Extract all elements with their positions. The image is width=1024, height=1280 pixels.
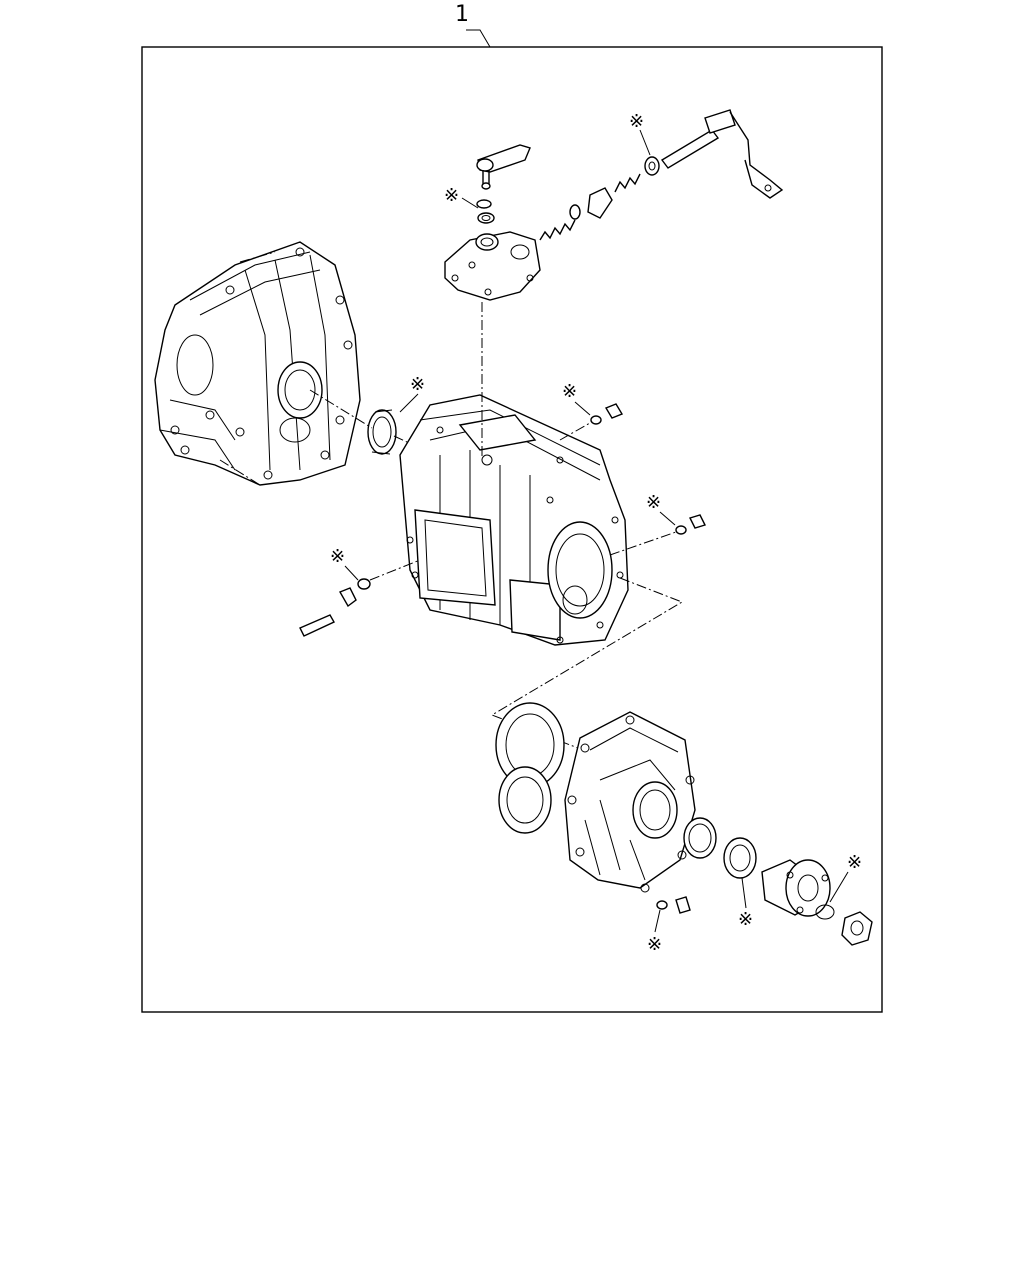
replacement-marker: ※	[646, 492, 661, 513]
replacement-marker: ※	[738, 909, 753, 930]
extension-gasket-front	[495, 702, 565, 788]
callout-leader-line	[466, 29, 491, 48]
bell-housing-oil-seal	[309, 389, 421, 455]
flange-o-ring	[815, 904, 835, 920]
replacement-marker: ※	[330, 546, 345, 567]
callout-number-label: 1	[455, 2, 469, 27]
shift-cover-housing	[444, 231, 541, 301]
transmission-case	[399, 394, 629, 646]
extension-housing	[564, 711, 696, 893]
drain-plug-upper	[559, 403, 624, 441]
replacement-marker: ※	[444, 185, 459, 206]
shift-rod-and-bracket	[660, 109, 784, 199]
marker-group: ※ ※ ※ ※ ※ ※ ※ ※ ※	[330, 111, 862, 955]
rear-bearing	[683, 817, 717, 859]
extension-gasket-rear	[498, 766, 552, 834]
shift-shaft-washers	[476, 199, 495, 224]
replacement-marker: ※	[647, 934, 662, 955]
diagram-frame	[141, 46, 883, 1013]
rear-oil-seal	[723, 837, 757, 879]
shift-spring-assembly	[539, 156, 660, 241]
flange-nut	[841, 911, 873, 946]
extension-bolt-and-washer	[656, 896, 691, 914]
replacement-marker: ※	[562, 381, 577, 402]
replacement-marker: ※	[629, 111, 644, 132]
bell-housing	[154, 241, 361, 486]
shift-lever-arm	[476, 144, 531, 190]
replacement-marker: ※	[847, 852, 862, 873]
side-bolt-and-plate	[299, 559, 421, 637]
replacement-marker: ※	[410, 374, 425, 395]
companion-flange	[761, 859, 831, 917]
drain-plug-lower	[609, 514, 706, 556]
